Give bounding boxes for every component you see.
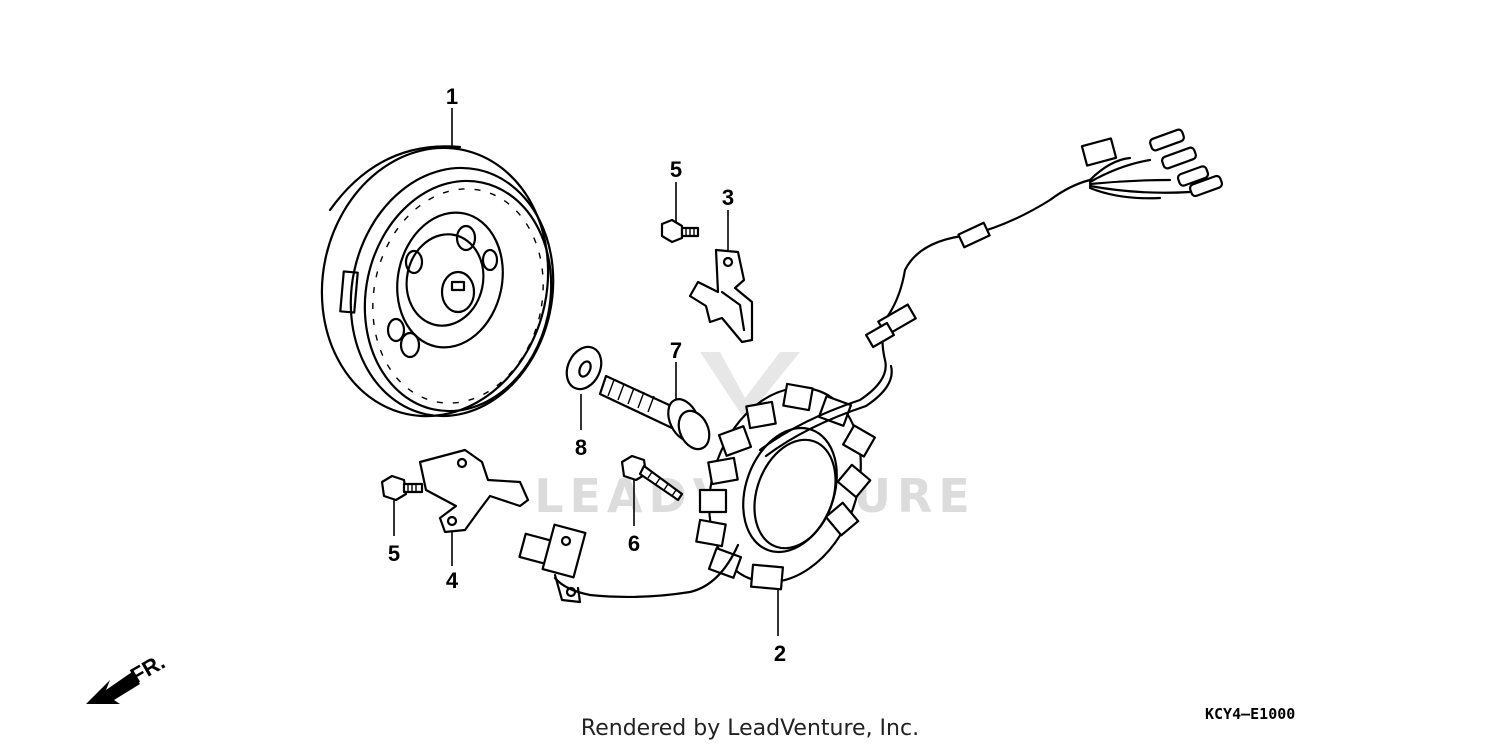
front-direction-indicator: FR.: [86, 649, 169, 704]
callout-8: 8: [575, 435, 587, 460]
callout-3: 3: [722, 185, 734, 210]
small-bolt-part: [620, 454, 684, 502]
upper-bolt-part: [660, 218, 700, 244]
callout-1: 1: [446, 84, 458, 109]
callout-5-lower: 5: [388, 541, 400, 566]
callout-4: 4: [446, 568, 459, 593]
front-arrow-icon: [86, 672, 140, 704]
callout-6: 6: [628, 531, 640, 556]
callout-7: 7: [670, 338, 682, 363]
lower-bolt-part: [380, 474, 424, 502]
flywheel-part: [320, 145, 555, 418]
diagram-code: KCY4–E1000: [1205, 705, 1296, 723]
callout-5-upper: 5: [670, 157, 682, 182]
callout-2: 2: [774, 641, 786, 666]
large-bolt-part: [598, 374, 711, 451]
upper-bracket-part: [688, 248, 754, 344]
washer-part: [565, 345, 603, 391]
stator-part: [518, 128, 1224, 604]
lower-bracket-part: [418, 448, 530, 534]
render-credit: Rendered by LeadVenture, Inc.: [580, 716, 920, 741]
